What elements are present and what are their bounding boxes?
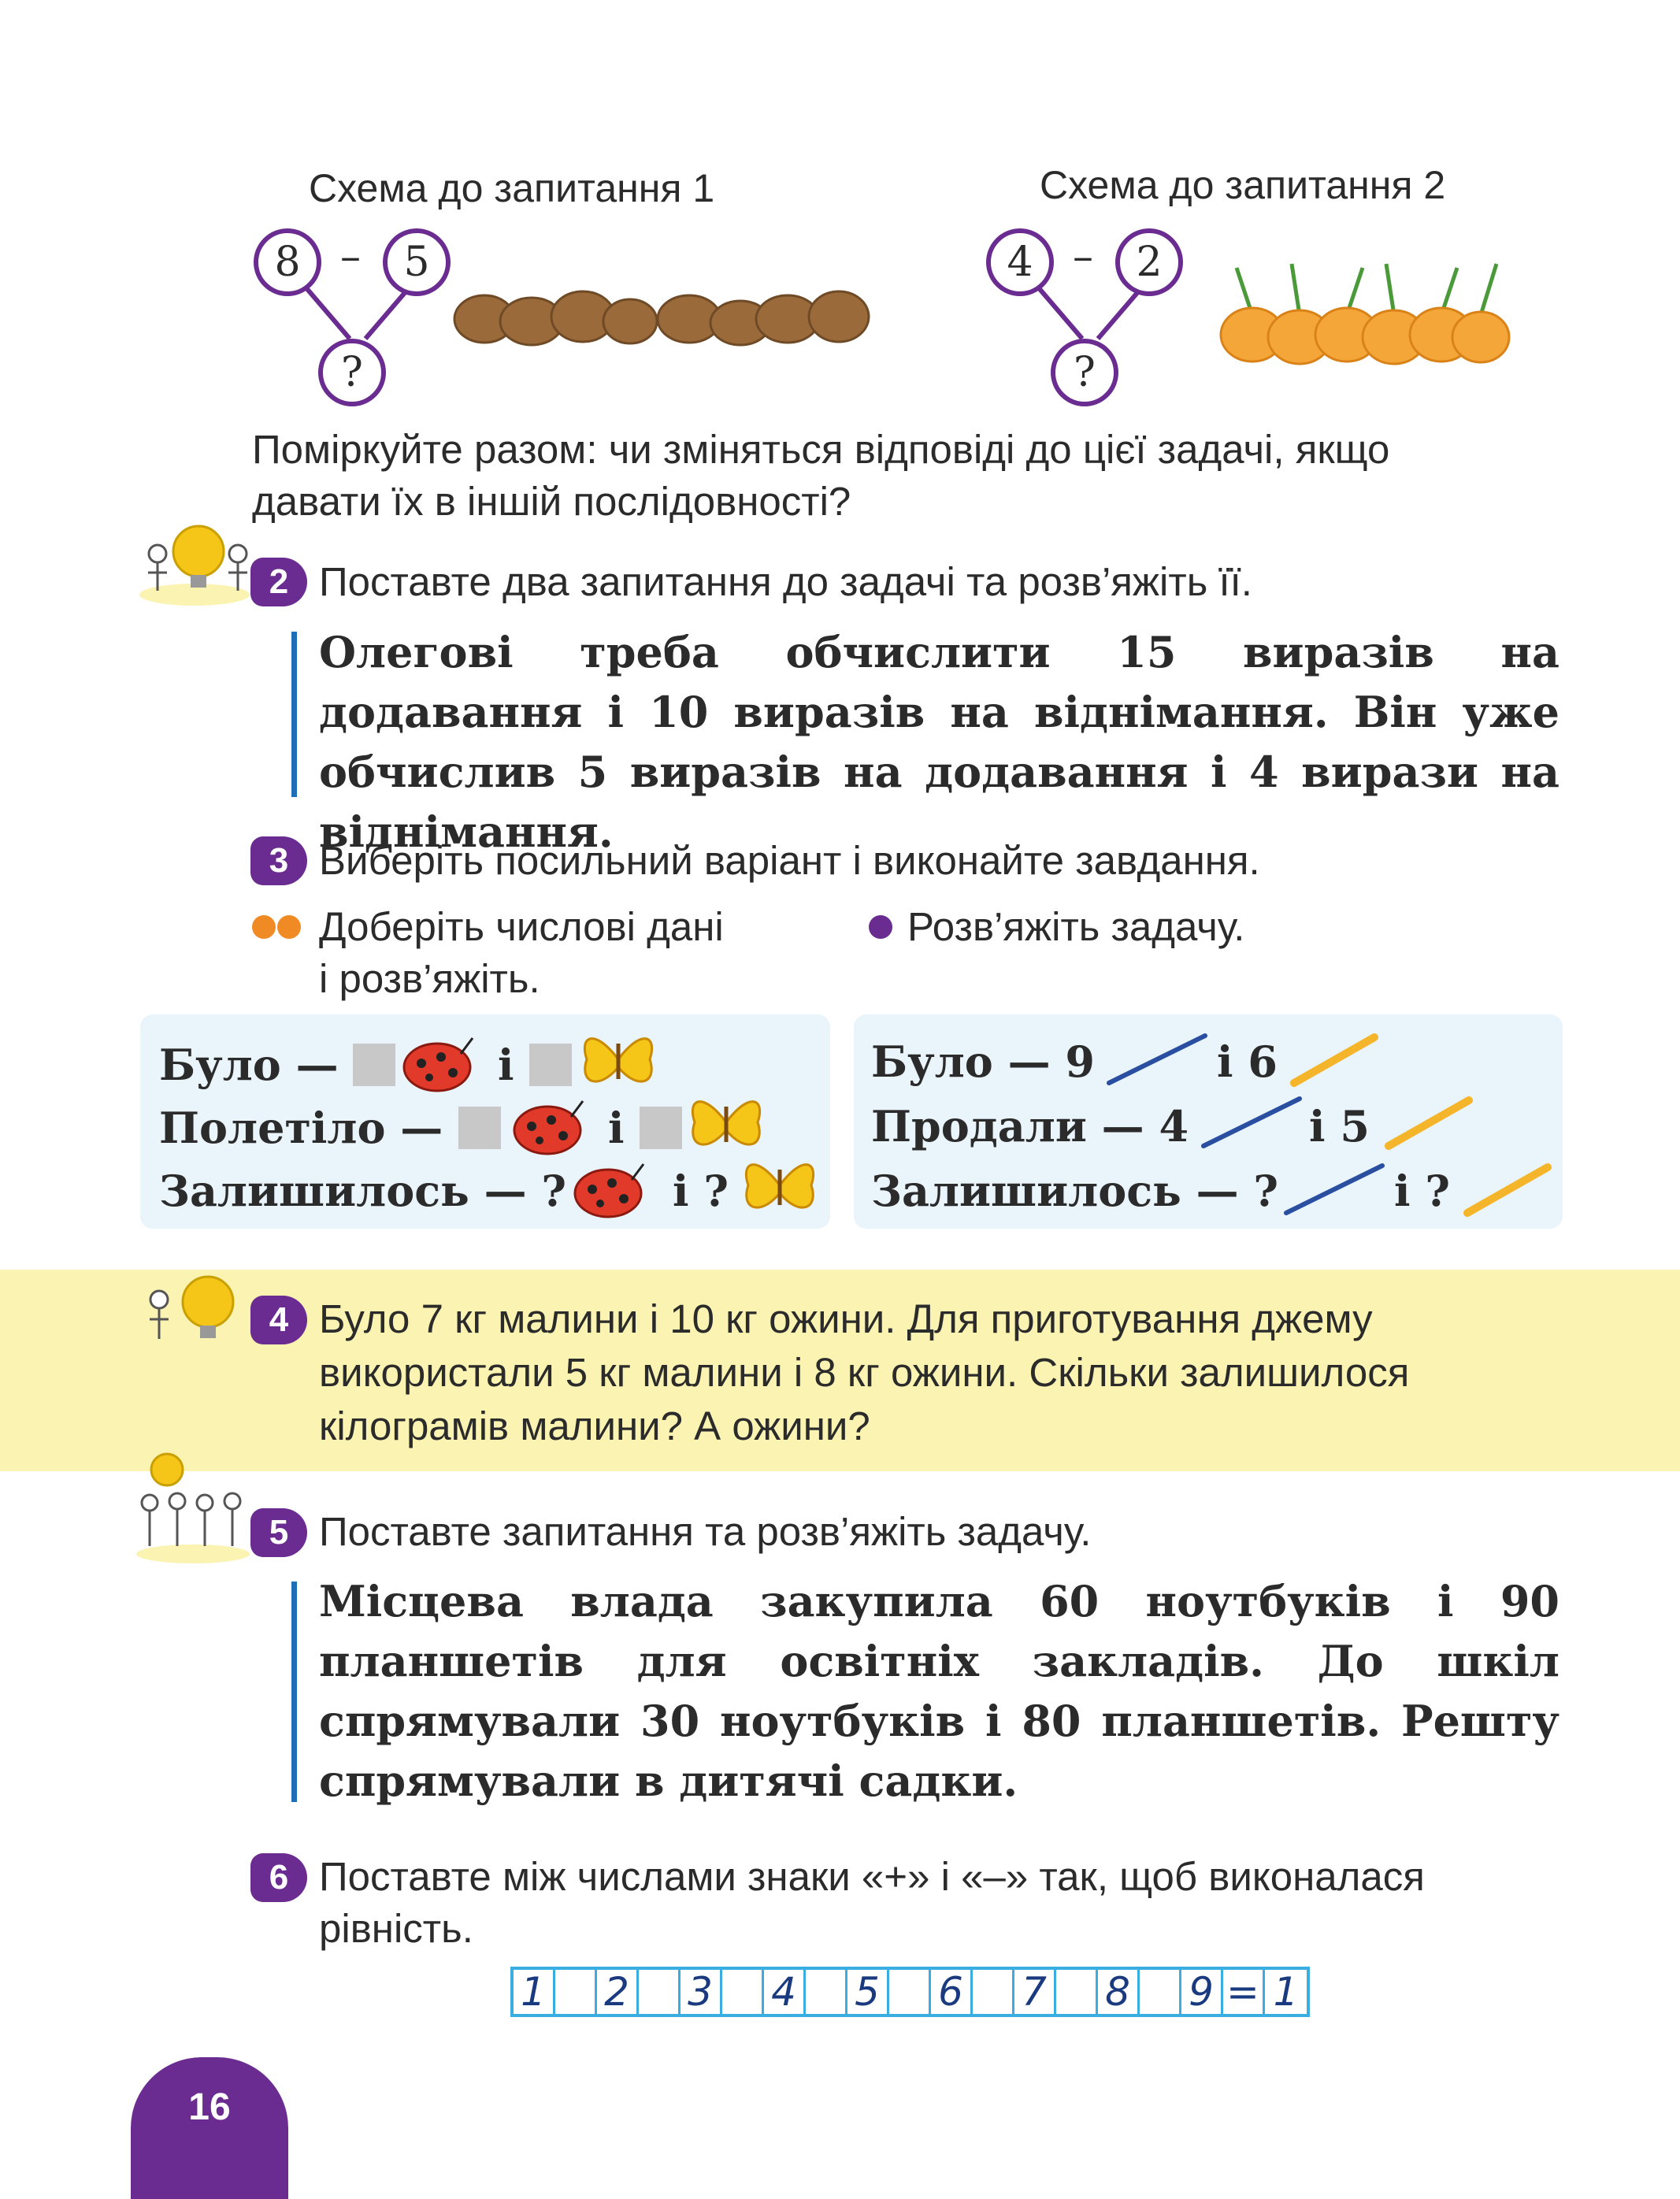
- left-row-2-blank-b: [640, 1107, 682, 1149]
- discuss-line-2: давати їх в іншій послідовності?: [252, 479, 851, 524]
- grid-cell-sign[interactable]: [722, 1970, 764, 2014]
- task-4-badge: 4: [250, 1296, 307, 1344]
- grid-cell: 3: [681, 1969, 722, 2015]
- task-2-bar: [291, 632, 297, 797]
- task-3-right-panel: [854, 1014, 1563, 1229]
- scheme-1-minus: –: [340, 233, 361, 280]
- scheme-1-number-a: 8: [254, 228, 321, 296]
- discuss-line-1: Поміркуйте разом: чи зміняться відповіді…: [252, 427, 1390, 472]
- level-dot-1: [252, 915, 276, 939]
- task-2-prompt: Поставте два запитання до задачі та розв…: [319, 559, 1252, 604]
- task-6-line-2: рівність.: [319, 1906, 473, 1951]
- task-5-prompt: Поставте запитання та розв’яжіть задачу.: [319, 1509, 1092, 1554]
- pen-icon: [1284, 1163, 1385, 1215]
- task-3-option-a-line-2: і розв’яжіть.: [319, 956, 540, 1001]
- level-dot-2: [277, 915, 301, 939]
- onions-image: [1219, 263, 1511, 365]
- ladybug-icon: [513, 1100, 584, 1155]
- right-row-3-label: Залишилось — ?: [871, 1166, 1279, 1216]
- left-row-2-label: Полетіло —: [159, 1103, 443, 1153]
- task-4-line-1: Було 7 кг малини і 10 кг ожини. Для приг…: [319, 1296, 1373, 1341]
- left-row-3-conj: і ?: [673, 1166, 729, 1216]
- left-row-2-blank-a: [458, 1107, 501, 1149]
- butterfly-icon: [583, 1037, 654, 1083]
- left-row-2-conj: і: [608, 1103, 625, 1153]
- grid-cell-sign[interactable]: [1140, 1970, 1181, 2014]
- right-row-1-conj: і 6: [1217, 1036, 1278, 1087]
- ladybug-icon: [402, 1037, 474, 1092]
- left-row-1-conj: і: [498, 1040, 514, 1090]
- pencil-icon: [1385, 1096, 1473, 1150]
- grid-cell: 7: [1014, 1969, 1056, 2015]
- grid-cell: 9: [1181, 1969, 1223, 2015]
- scheme-2-title: Схема до запитання 2: [1040, 163, 1446, 207]
- task-5-bar: [291, 1582, 297, 1802]
- task-3-badge: 3: [250, 836, 307, 885]
- scheme-2-number-a: 4: [986, 228, 1054, 296]
- grid-cell: 1: [1273, 1969, 1299, 2015]
- grid-cell: 6: [931, 1969, 973, 2015]
- pencil-icon: [1290, 1033, 1378, 1087]
- potatoes-image: [453, 290, 870, 347]
- scheme-1-number-b: 5: [383, 228, 451, 296]
- task-3-option-b: Розв’яжіть задачу.: [907, 904, 1245, 949]
- lightbulb-group-icon: [136, 1452, 250, 1563]
- grid-cell: 4: [764, 1969, 806, 2015]
- task-2-badge: 2: [250, 558, 307, 606]
- left-row-1-blank-a: [353, 1044, 395, 1086]
- page-number-tab: [131, 2057, 288, 2199]
- scheme-1-question: ?: [318, 339, 386, 406]
- task-5-text: Місцева влада закупила 60 ноутбуків і 90…: [319, 1576, 1559, 1806]
- task-4-line-3: кілограмів малини? А ожини?: [319, 1404, 870, 1448]
- task-3-option-a-line-1: Доберіть числові дані: [319, 904, 724, 949]
- page-number: 16: [188, 2086, 231, 2128]
- grid-cell-sign[interactable]: [806, 1970, 847, 2014]
- scheme-1-title: Схема до запитання 1: [309, 166, 715, 210]
- task-3-prompt: Виберіть посильний варіант і виконайте з…: [319, 838, 1260, 883]
- grid-cell: 5: [847, 1969, 889, 2015]
- right-row-3-conj: і ?: [1394, 1166, 1450, 1216]
- left-row-1-label: Було —: [159, 1040, 339, 1090]
- task-5-badge: 5: [250, 1508, 307, 1557]
- task-2-text: Олегові треба обчислити 15 виразів на до…: [319, 627, 1559, 857]
- grid-cell: 1: [514, 1969, 555, 2015]
- equation-grid: 1 2 3 4 5 6 7 8 9 = 1: [510, 1967, 1310, 2017]
- grid-cell-sign[interactable]: [555, 1970, 597, 2014]
- left-row-1-blank-b: [529, 1044, 572, 1086]
- right-row-2-label: Продали — 4: [871, 1101, 1189, 1151]
- lightbulb-pair-icon: [139, 525, 250, 606]
- grid-cell-sign[interactable]: [889, 1970, 931, 2014]
- right-row-1-label: Було — 9: [871, 1036, 1095, 1087]
- grid-cell-sign[interactable]: [973, 1970, 1014, 2014]
- grid-cell: 2: [597, 1969, 639, 2015]
- pencil-icon: [1463, 1163, 1552, 1217]
- ladybug-icon: [573, 1163, 645, 1218]
- task-4-line-2: використали 5 кг малини і 8 кг ожини. Ск…: [319, 1350, 1410, 1395]
- pen-icon: [1201, 1096, 1302, 1148]
- level-dot-3: [869, 915, 892, 939]
- pen-icon: [1107, 1033, 1207, 1085]
- grid-cell-sign[interactable]: [639, 1970, 681, 2014]
- butterfly-icon: [691, 1100, 762, 1146]
- scheme-2-question: ?: [1051, 339, 1118, 406]
- scheme-2-number-b: 2: [1115, 228, 1183, 296]
- task-6-badge: 6: [250, 1853, 307, 1902]
- task-6-line-1: Поставте між числами знаки «+» і «–» так…: [319, 1854, 1425, 1899]
- grid-cell: 8: [1098, 1969, 1140, 2015]
- lightbulb-person-icon: [149, 1275, 235, 1339]
- scheme-2-minus: –: [1073, 233, 1093, 280]
- grid-cell-sign[interactable]: [1056, 1970, 1098, 2014]
- butterfly-icon: [744, 1163, 815, 1209]
- right-row-2-conj: і 5: [1309, 1101, 1370, 1151]
- left-row-3-label: Залишилось — ?: [159, 1166, 567, 1216]
- grid-cell-equals: =: [1223, 1969, 1265, 2015]
